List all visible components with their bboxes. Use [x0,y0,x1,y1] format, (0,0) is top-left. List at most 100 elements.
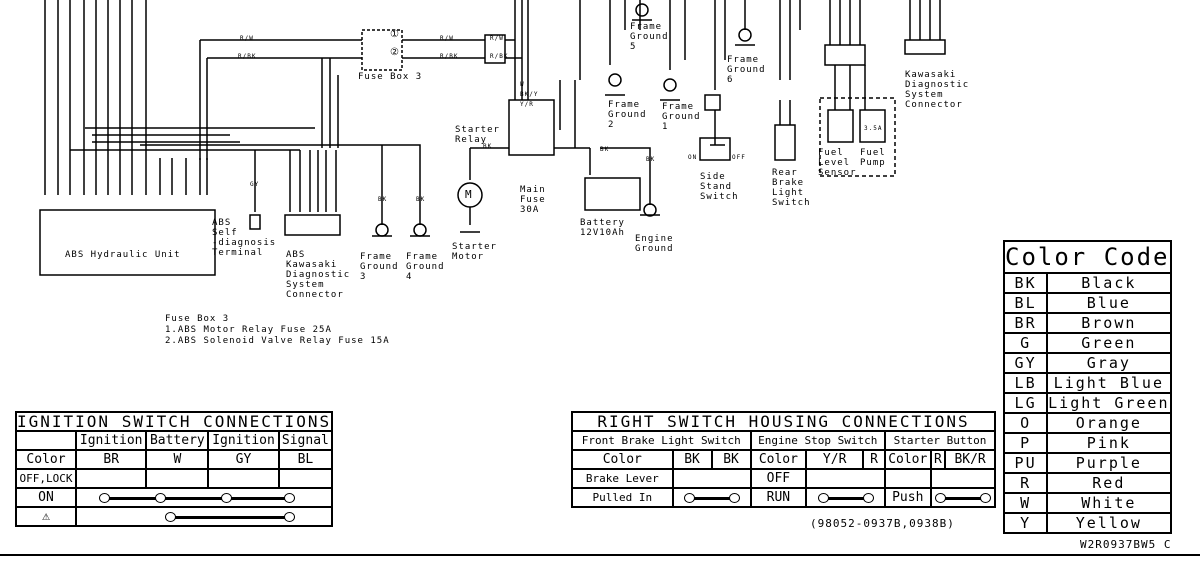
color-code-name: Gray [1046,352,1172,374]
fuse-box-note-1: 1.ABS Motor Relay Fuse 25A [165,325,332,335]
frame-ground-4-label: Frame Ground 4 [406,252,445,282]
color-code-name: Orange [1046,412,1172,434]
color-code-name: Yellow [1046,512,1172,534]
color-code-abbr: BK [1002,272,1049,294]
color-code-abbr: LG [1002,392,1049,414]
main-fuse-wires: W BK/Y Y/R [520,81,539,108]
rs-push: Push [883,487,932,508]
color-code-name: Light Blue [1046,372,1172,394]
battery-label: Battery 12V10Ah [580,218,625,238]
wire-label-rw-1: R/W [240,35,254,42]
fuse-box-note-title: Fuse Box 3 [165,314,230,324]
rs-cell-empty [883,468,932,489]
rs-color-label-2: Color [749,449,808,470]
kawasaki-diag-connector-label: Kawasaki Diagnostic System Connector [905,70,970,110]
fuel-level-sensor-label: Fuel Level Sensor [818,148,857,178]
color-code-abbr: R [1002,472,1049,494]
fuel-pump-fuse-label: 3.5A [864,125,883,132]
wire-label-rbk-1: R/BK [238,53,257,60]
color-code-abbr: LB [1002,372,1049,394]
wire-label-rbk-2: R/BK [440,53,459,60]
rs-front-brake-color-0: BK [671,449,713,470]
ignition-header-2: Ignition [207,430,280,451]
group-engine-stop: Engine Stop Switch [749,430,886,451]
ignition-color-1: W [145,449,210,470]
abs-self-diagnosis-label: ABS Self -diagnosis Terminal [212,218,277,258]
side-stand-on: ON [688,154,698,161]
ignition-cell-empty [74,468,148,489]
frame-ground-1-label: Frame Ground 1 [662,102,701,132]
group-starter-button: Starter Button [883,430,997,451]
color-code-abbr: BR [1002,312,1049,334]
rs-engine-stop-color-0: Y/R [805,449,865,470]
frame-ground-2-label: Frame Ground 2 [608,100,647,130]
rs-run: RUN [749,487,808,508]
starter-relay-label: Starter Relay [455,125,500,145]
fuse-2-marker: ② [390,47,400,58]
ignition-table-title: IGNITION SWITCH CONNECTIONS [14,411,334,432]
rs-front-brake-connection [671,487,752,508]
rs-front-brake-color-1: BK [710,449,752,470]
wire-label-rw-2: R/W [440,35,454,42]
side-stand-off: OFF [732,154,746,161]
color-code-name: White [1046,492,1172,514]
group-front-brake: Front Brake Light Switch [571,430,752,451]
color-code-abbr: GY [1002,352,1049,374]
rs-off: OFF [749,468,808,489]
frame-ground-3-label: Frame Ground 3 [360,252,399,282]
color-code-name: Black [1046,272,1172,294]
ignition-cell-empty [145,468,210,489]
color-code-abbr: O [1002,412,1049,434]
color-code-abbr: BL [1002,292,1049,314]
starter-motor-label: Starter Motor [452,242,497,262]
color-code-name: Pink [1046,432,1172,454]
motor-symbol: M [465,188,473,201]
ignition-color-label: Color [15,449,77,470]
drawing-code: W2R0937BW5 C [1080,538,1172,551]
engine-ground-label: Engine Ground [635,234,674,254]
frame-ground-5-label: Frame Ground 5 [630,22,669,52]
ignition-header-1: Battery [145,430,210,451]
fuel-pump-label: Fuel Pump [860,148,886,168]
ignition-color-2: GY [207,449,280,470]
rs-cell-empty [929,468,997,489]
rear-brake-light-switch-label: Rear Brake Light Switch [772,168,811,208]
color-code-abbr: P [1002,432,1049,454]
fuse-box-note-2: 2.ABS Solenoid Valve Relay Fuse 15A [165,336,390,346]
rs-starter-connection [929,487,997,508]
ignition-header-blank [15,430,77,451]
wire-label-gy: GY [250,181,260,188]
rs-pulled-in: Pulled In [571,487,674,508]
ignition-color-0: BR [74,449,148,470]
rs-cell-empty [671,468,752,489]
ignition-switch-table: IGNITION SWITCH CONNECTIONS Ignition Bat… [14,411,334,527]
rs-color-label-1: Color [571,449,674,470]
abs-hydraulic-unit-label: ABS Hydraulic Unit [65,250,181,260]
rs-engine-stop-color-1: R [862,449,886,470]
fuse-box-3-label: Fuse Box 3 [358,72,423,82]
color-code-name: Red [1046,472,1172,494]
ignition-cell-empty [207,468,280,489]
wire-label-rw-3: R/W [490,35,504,42]
side-stand-switch-label: Side Stand Switch [700,172,739,202]
ignition-on-connection [74,487,334,508]
wire-label-rbk-3: R/BK [490,53,509,60]
part-numbers: (98052-0937B,0938B) [810,517,955,530]
ignition-park-connection [74,506,334,527]
abs-kawasaki-diag-label: ABS Kawasaki Diagnostic System Connector [286,250,351,300]
color-code-title: Color Code [1003,240,1172,274]
color-code-abbr: PU [1002,452,1049,474]
color-code-name: Green [1046,332,1172,354]
color-code-name: Blue [1046,292,1172,314]
